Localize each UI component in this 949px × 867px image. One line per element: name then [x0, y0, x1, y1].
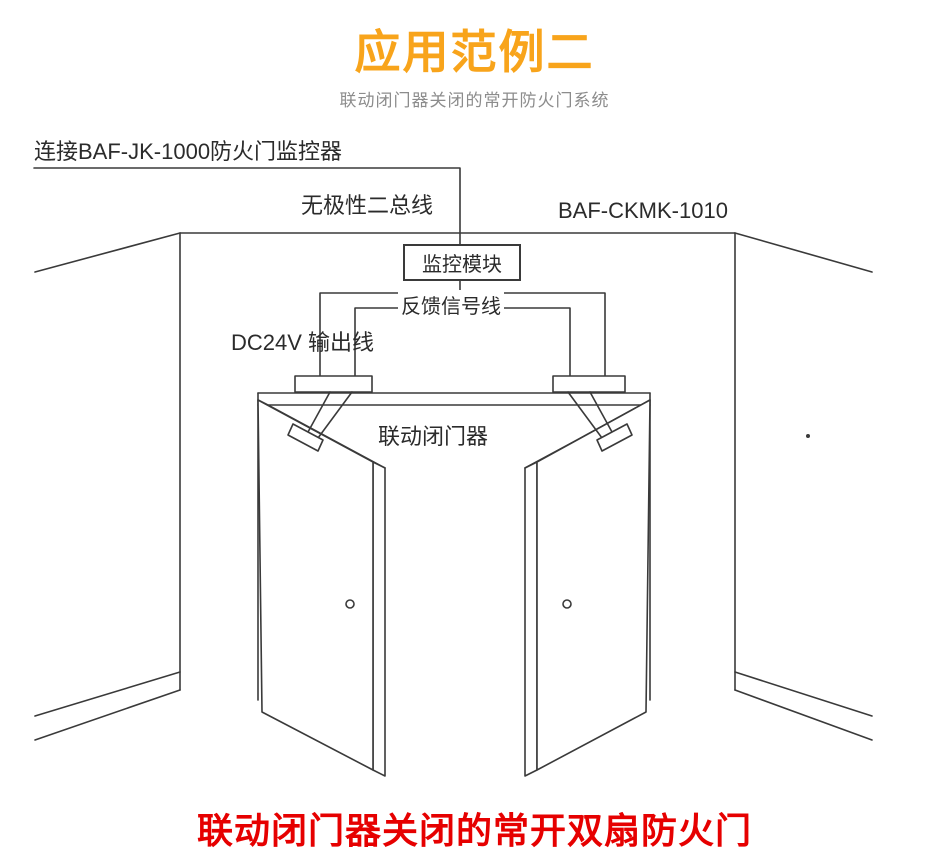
- door-closer-right: [552, 375, 626, 393]
- bus-line-label: 无极性二总线: [298, 188, 437, 220]
- door-knob-right: [562, 599, 572, 609]
- feedback-signal-label: 反馈信号线: [398, 290, 504, 319]
- page-subtitle: 联动闭门器关闭的常开防火门系统: [339, 91, 610, 110]
- monitor-module-box: 监控模块: [403, 244, 521, 281]
- wall-dot: [806, 434, 810, 438]
- controller-connect-label: 连接BAF-JK-1000防火门监控器: [34, 139, 343, 164]
- dc24v-output-label: DC24V 输出线: [231, 330, 375, 355]
- door-knob-left: [345, 599, 355, 609]
- door-leaf-left: [257, 399, 386, 777]
- page-title: 应用范例二: [354, 26, 595, 78]
- wall-lines: [34, 232, 873, 741]
- bottom-caption: 联动闭门器关闭的常开双扇防火门: [196, 810, 752, 851]
- closer-arm-left: [287, 391, 353, 452]
- bus-wire-line: [33, 167, 461, 245]
- door-closer-left: [294, 375, 373, 393]
- product-model-label: BAF-CKMK-1010: [558, 198, 728, 223]
- door-leaf-right: [524, 399, 651, 777]
- monitor-module-label: 监控模块: [422, 254, 502, 276]
- closer-arm-right: [567, 391, 633, 452]
- linked-door-closer-label: 联动闭门器: [374, 419, 493, 451]
